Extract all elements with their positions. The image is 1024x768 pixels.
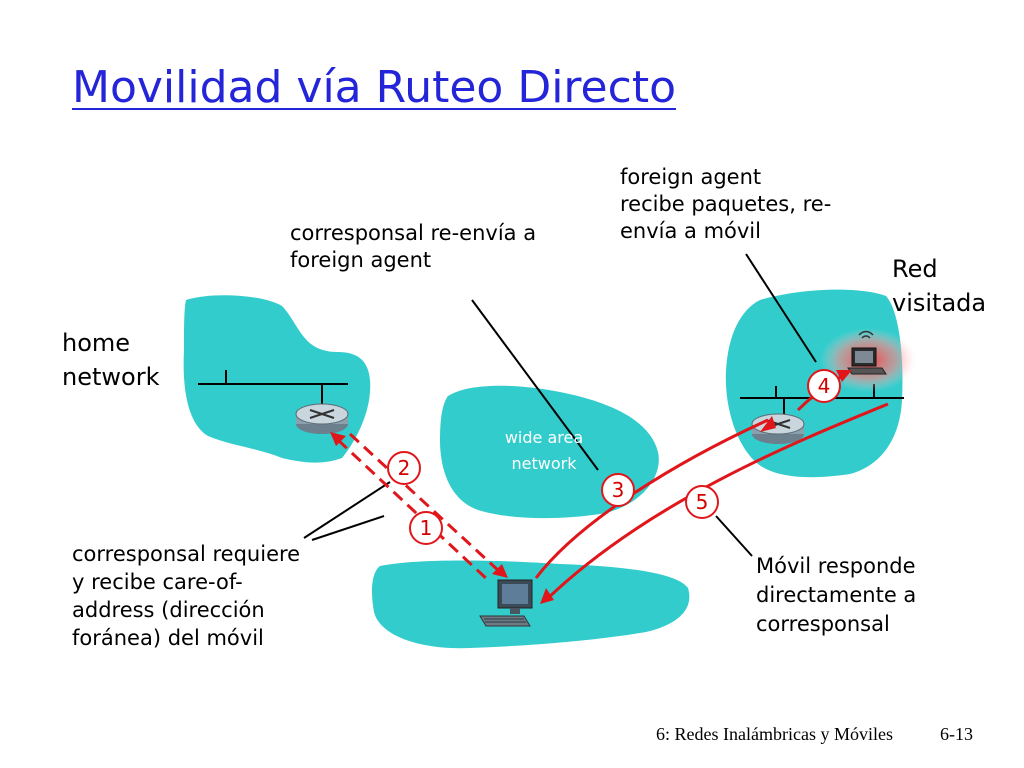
step-markers: 1 2 3 4 5 <box>387 369 841 545</box>
wan-label: wide area network <box>504 428 584 473</box>
step-4-marker <box>807 369 841 403</box>
footer-page: 6-13 <box>940 724 973 744</box>
arrowhead <box>760 416 776 432</box>
home-lan <box>198 370 348 404</box>
desktop-computer-icon <box>479 579 533 627</box>
correspondent-forwards-note: corresponsal re-envía a foreign agent <box>290 221 537 272</box>
step-1-number: 1 <box>420 516 433 540</box>
home-network-label: home network <box>62 329 160 391</box>
arrowhead <box>540 588 554 604</box>
arrowhead <box>330 432 346 446</box>
callout-lines <box>303 253 817 557</box>
arrowhead <box>492 564 508 578</box>
step-2-marker <box>387 451 421 485</box>
arrowhead <box>836 370 852 382</box>
visited-network-label: Red visitada <box>892 255 987 317</box>
care-of-address-arrows <box>336 432 502 584</box>
footer-chapter: 6: Redes Inalámbricas y Móviles <box>656 724 893 744</box>
care-of-address-note: corresponsal requiere y recibe care-of- … <box>72 542 301 650</box>
mobile-replies-note: Móvil responde directamente a correspons… <box>756 554 917 636</box>
router-icon <box>295 403 349 434</box>
router-icon <box>751 413 805 444</box>
step-4-number: 4 <box>818 374 831 398</box>
step-1-marker <box>409 511 443 545</box>
step-3-number: 3 <box>612 478 625 502</box>
laptop-icon <box>847 330 887 375</box>
step-5-marker <box>685 485 719 519</box>
step-3-marker <box>601 473 635 507</box>
slide-title: Movilidad vía Ruteo Directo <box>72 62 676 113</box>
step-5-number: 5 <box>696 490 709 514</box>
foreign-agent-note: foreign agent recibe paquetes, re- envía… <box>620 165 832 243</box>
step-2-number: 2 <box>398 456 411 480</box>
